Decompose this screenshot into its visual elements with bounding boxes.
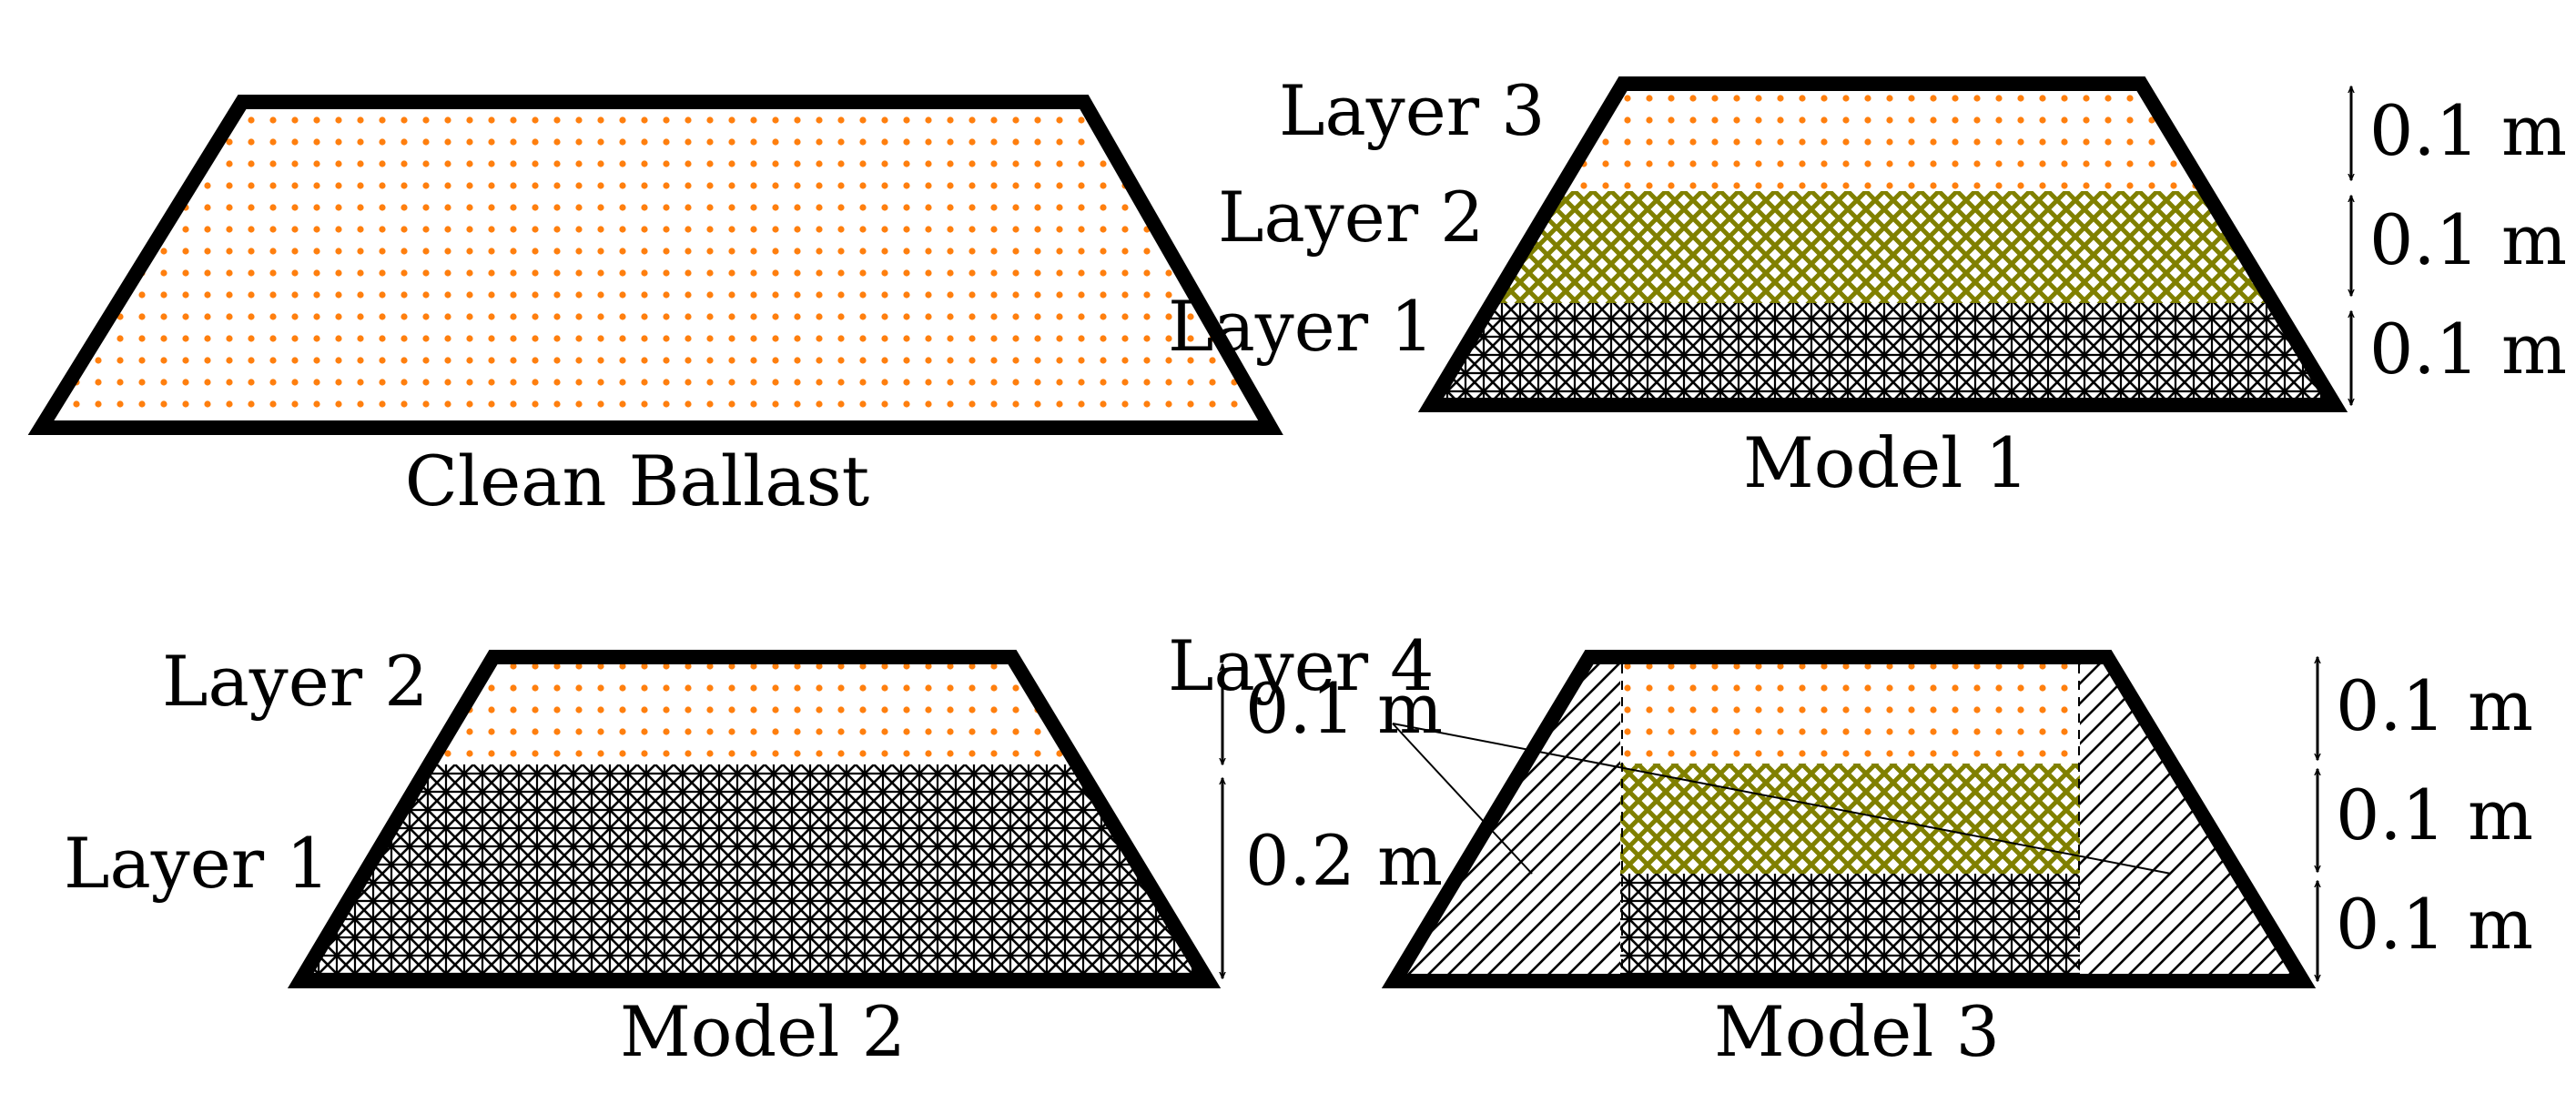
model-1-caption: Model 1 [1743, 422, 2029, 503]
model-1-dim-middle: 0.1 m [2369, 199, 2567, 280]
model-2-layer-1-fill [300, 764, 1208, 981]
model-3-dim-top: 0.1 m [2336, 665, 2533, 746]
clean-ballast-caption: Clean Ballast [405, 440, 869, 521]
model-3-dim-bottom: 0.1 m [2336, 884, 2533, 965]
model-1-layer-2-label: Layer 2 [1218, 177, 1485, 258]
model-1-dim-bottom: 0.1 m [2369, 309, 2567, 390]
model-2-caption: Model 2 [620, 991, 906, 1072]
model-3-caption: Model 3 [1714, 991, 2000, 1072]
model-1-layer-3-label: Layer 3 [1279, 70, 1546, 151]
model-3-panel: Layer 4 0.1 m 0.1 m 0.1 m Model 3 [1168, 625, 2533, 1072]
model-1-dim-top: 0.1 m [2369, 90, 2567, 171]
model-2-layer-2-label: Layer 2 [162, 641, 429, 722]
model-2-dim-bottom: 0.2 m [1245, 820, 1443, 901]
model-2-dim-top: 0.1 m [1245, 668, 1443, 749]
model-3-leader-left [1392, 723, 1533, 875]
model-1-layer-2-fill [1431, 191, 2335, 303]
model-1-layer-1-label: Layer 1 [1168, 286, 1435, 367]
clean-ballast-outline [27, 95, 1283, 435]
clean-ballast-fill [41, 102, 1271, 428]
model-3-leader-right [1392, 723, 2172, 875]
model-3-outline [1381, 650, 2317, 988]
model-3-dim-middle: 0.1 m [2336, 774, 2533, 855]
clean-ballast-panel: Clean Ballast [27, 95, 1283, 521]
model-1-outline [1417, 76, 2348, 412]
model-2-layer-1-label: Layer 1 [64, 823, 330, 904]
model-3-layer-4-label: Layer 4 [1168, 625, 1435, 706]
model-3-layer-3-fill [1620, 657, 2080, 764]
model-2-outline [287, 650, 1222, 988]
model-3-layer-1-fill [1620, 874, 2080, 981]
model-1-layer-1-fill [1431, 303, 2335, 405]
model-1-panel: Layer 3 Layer 2 Layer 1 0.1 m 0.1 m 0.1 … [1168, 70, 2567, 503]
